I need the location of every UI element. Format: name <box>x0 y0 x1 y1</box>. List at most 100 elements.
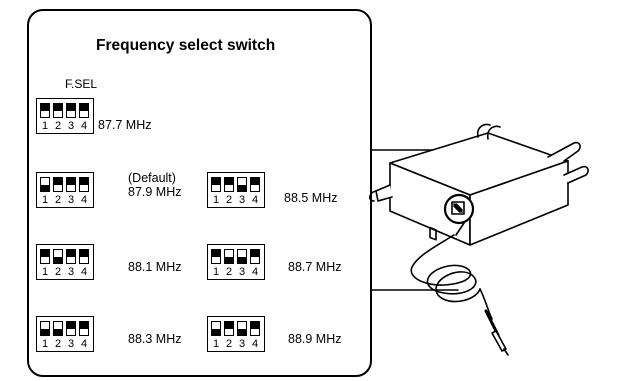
dip-toggle-3 <box>66 249 76 264</box>
toggle-knob <box>67 250 75 257</box>
switch-number: 3 <box>67 120 75 132</box>
panel-title: Frequency select switch <box>96 37 276 54</box>
dip-toggle-3 <box>66 321 76 336</box>
switch-number: 4 <box>251 194 259 206</box>
frequency-label: 88.9 MHz <box>288 332 342 346</box>
toggle-knob <box>80 322 88 329</box>
toggle-knob <box>67 322 75 329</box>
dip-toggle-3 <box>66 103 76 118</box>
switch-number: 4 <box>251 338 259 350</box>
switch-number: 3 <box>238 338 246 350</box>
dip-toggle-3 <box>237 249 247 264</box>
switch-number: 3 <box>67 194 75 206</box>
frequency-label: 88.5 MHz <box>284 191 338 205</box>
toggle-knob <box>238 256 246 263</box>
switch-number: 4 <box>80 120 88 132</box>
frequency-label: 88.1 MHz <box>128 260 182 274</box>
toggle-knob <box>225 178 233 185</box>
switch-number: 2 <box>54 120 62 132</box>
box-side <box>469 160 569 246</box>
dip-toggle-3 <box>237 177 247 192</box>
toggle-knob <box>41 250 49 257</box>
switch-number: 4 <box>251 266 259 278</box>
dip-toggle-3 <box>237 321 247 336</box>
toggle-knob <box>41 184 49 191</box>
receiver-device-illustration <box>368 123 589 356</box>
dip-toggle-2 <box>53 321 63 336</box>
switch-number: 1 <box>41 266 49 278</box>
switch-number: 2 <box>54 338 62 350</box>
toggle-knob <box>67 178 75 185</box>
toggle-knob <box>54 104 62 111</box>
dip-toggle-1 <box>40 249 50 264</box>
dip-toggle-4 <box>250 321 260 336</box>
default-note: (Default) <box>128 171 176 185</box>
switch-number: 1 <box>41 338 49 350</box>
switch-number: 1 <box>212 194 220 206</box>
toggle-knob <box>80 104 88 111</box>
switch-number: 1 <box>212 266 220 278</box>
dip-toggle-4 <box>250 177 260 192</box>
toggle-knob <box>80 178 88 185</box>
frequency-label: 87.7 MHz <box>98 118 152 132</box>
dip-toggle-1 <box>40 177 50 192</box>
dip-toggle-2 <box>224 321 234 336</box>
switch-number: 4 <box>80 194 88 206</box>
switch-number: 1 <box>41 120 49 132</box>
toggle-knob <box>212 178 220 185</box>
toggle-knob <box>54 256 62 263</box>
dip-toggle-1 <box>40 321 50 336</box>
toggle-knob <box>251 322 259 329</box>
toggle-knob <box>238 184 246 191</box>
toggle-knob <box>54 328 62 335</box>
toggle-knob <box>251 250 259 257</box>
frequency-label: 88.7 MHz <box>288 260 342 274</box>
toggle-knob <box>41 328 49 335</box>
switch-number: 2 <box>225 266 233 278</box>
fsel-label: F.SEL <box>65 77 98 91</box>
frequency-label: 87.9 MHz <box>128 185 182 199</box>
toggle-knob <box>212 250 220 257</box>
dip-toggle-2 <box>53 177 63 192</box>
toggle-knob <box>41 104 49 111</box>
toggle-knob <box>251 178 259 185</box>
toggle-knob <box>67 104 75 111</box>
toggle-knob <box>225 256 233 263</box>
switch-number: 3 <box>238 194 246 206</box>
switch-number: 2 <box>54 194 62 206</box>
dip-toggle-1 <box>211 321 221 336</box>
switch-number: 2 <box>225 194 233 206</box>
dip-toggle-2 <box>224 177 234 192</box>
switch-number: 2 <box>54 266 62 278</box>
toggle-knob <box>225 322 233 329</box>
switch-number: 1 <box>212 338 220 350</box>
switch-number: 2 <box>225 338 233 350</box>
dip-toggle-1 <box>211 177 221 192</box>
dip-toggle-1 <box>40 103 50 118</box>
dip-toggle-3 <box>66 177 76 192</box>
dip-toggle-4 <box>79 177 89 192</box>
dip-toggle-2 <box>53 249 63 264</box>
dip-toggle-4 <box>250 249 260 264</box>
switch-number: 4 <box>80 338 88 350</box>
dip-toggle-2 <box>224 249 234 264</box>
switch-number: 4 <box>80 266 88 278</box>
toggle-knob <box>54 178 62 185</box>
toggle-knob <box>212 328 220 335</box>
switch-number: 3 <box>67 338 75 350</box>
dip-toggle-4 <box>79 249 89 264</box>
dip-toggle-4 <box>79 103 89 118</box>
switch-number: 3 <box>238 266 246 278</box>
switch-number: 1 <box>41 194 49 206</box>
toggle-knob <box>80 250 88 257</box>
dip-toggle-1 <box>211 249 221 264</box>
switch-number: 3 <box>67 266 75 278</box>
frequency-label: 88.3 MHz <box>128 332 182 346</box>
dip-toggle-4 <box>79 321 89 336</box>
